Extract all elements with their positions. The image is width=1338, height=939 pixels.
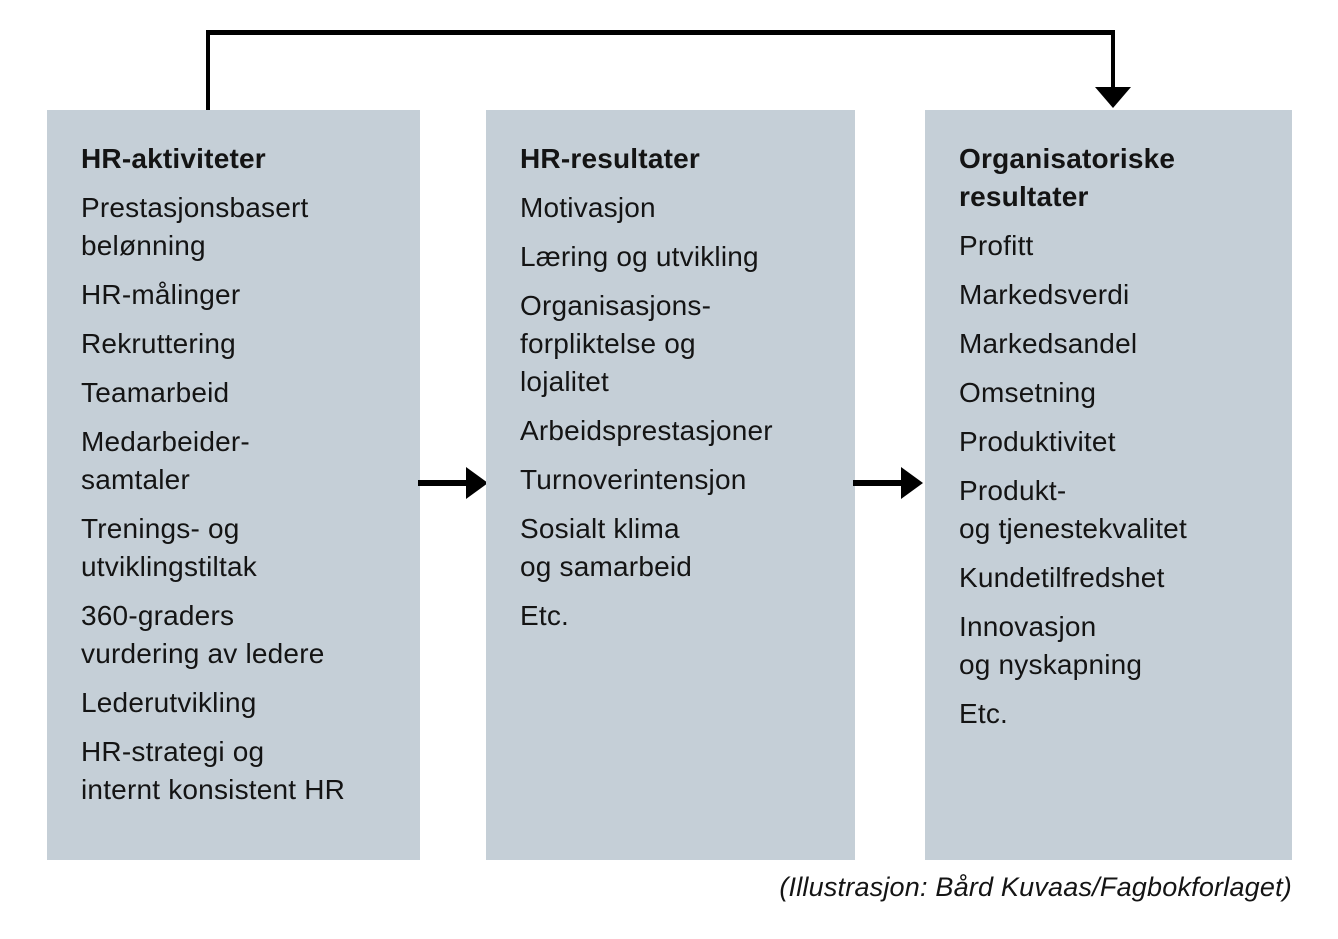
list-item: Turnoverintensjon: [520, 464, 747, 495]
feedback-arrow-right-segment: [1111, 30, 1115, 88]
feedback-arrow-left-segment: [206, 30, 210, 110]
list-item: Organisasjons- forpliktelse og lojalitet: [520, 290, 712, 397]
illustration-credit: (Illustrasjon: Bård Kuvaas/Fagbokforlage…: [779, 872, 1292, 902]
box-hr-aktiviteter: HR-aktiviteter Prestasjonsbasert belønni…: [47, 110, 420, 860]
list-item: Etc.: [520, 600, 570, 631]
list-item: Teamarbeid: [81, 377, 230, 408]
feedback-arrowhead-down-icon: [1095, 87, 1131, 108]
list-item: 360-graders vurdering av ledere: [81, 600, 325, 669]
list-item: Motivasjon: [520, 192, 656, 223]
box-organisatoriske-resultater: Organisatoriske resultater Profitt Marke…: [925, 110, 1292, 860]
arrow-shaft: [418, 480, 468, 486]
list-item: Medarbeider- samtaler: [81, 426, 250, 495]
list-item: Prestasjonsbasert belønning: [81, 192, 309, 261]
box-hr-resultater: HR-resultater Motivasjon Læring og utvik…: [486, 110, 855, 860]
arrowhead-right-icon: [901, 467, 923, 499]
list-item: Omsetning: [959, 377, 1097, 408]
box-title: HR-aktiviteter: [81, 143, 266, 174]
list-item: Arbeidsprestasjoner: [520, 415, 773, 446]
list-item: Profitt: [959, 230, 1034, 261]
list-item: Lederutvikling: [81, 687, 257, 718]
list-item: Produkt- og tjenestekvalitet: [959, 475, 1187, 544]
list-item: HR-målinger: [81, 279, 241, 310]
list-item: HR-strategi og internt konsistent HR: [81, 736, 346, 805]
list-item: Læring og utvikling: [520, 241, 759, 272]
list-item: Sosialt klima og samarbeid: [520, 513, 693, 582]
list-item: Markedsverdi: [959, 279, 1130, 310]
list-item: Rekruttering: [81, 328, 236, 359]
box-title: Organisatoriske resultater: [959, 143, 1176, 212]
arrow-shaft: [853, 480, 903, 486]
list-item: Markedsandel: [959, 328, 1138, 359]
feedback-arrow-top-segment: [206, 30, 1115, 35]
box-title: HR-resultater: [520, 143, 700, 174]
arrowhead-right-icon: [466, 467, 488, 499]
list-item: Produktivitet: [959, 426, 1116, 457]
list-item: Innovasjon og nyskapning: [959, 611, 1143, 680]
list-item: Kundetilfredshet: [959, 562, 1165, 593]
list-item: Etc.: [959, 698, 1009, 729]
list-item: Trenings- og utviklingstiltak: [81, 513, 257, 582]
